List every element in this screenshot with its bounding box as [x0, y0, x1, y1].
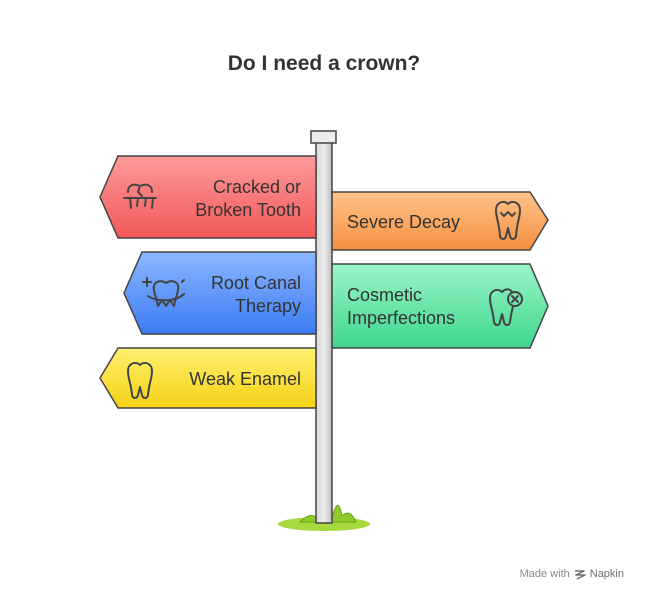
sign-label-line2: Broken Tooth: [195, 200, 301, 220]
root-canal-tooth-icon: [142, 277, 185, 307]
tooth-icon: [127, 362, 153, 399]
sign-label-line1: Root Canal: [211, 273, 301, 293]
sign-root-canal-therapy: Root Canal Therapy: [123, 251, 317, 335]
brand-label: Napkin: [589, 568, 624, 580]
sign-label-line2: Therapy: [235, 296, 301, 316]
decayed-tooth-icon: [495, 201, 521, 240]
signpost-pole: [310, 130, 337, 524]
sign-label-line2: Imperfections: [347, 308, 455, 328]
sign-weak-enamel: Weak Enamel: [99, 347, 317, 409]
sign-label-line1: Weak Enamel: [189, 369, 301, 389]
page-title: Do I need a crown?: [227, 52, 421, 75]
sign-label-line1: Cosmetic: [347, 285, 422, 305]
made-with-label: Made with: [519, 568, 570, 580]
sign-label-line1: Severe Decay: [347, 212, 460, 232]
cracked-tooth-icon: [123, 183, 157, 209]
tooth-x-icon: [489, 288, 523, 326]
sign-cracked-broken-tooth: Cracked or Broken Tooth: [99, 155, 317, 239]
sign-severe-decay: Severe Decay: [331, 191, 549, 251]
sign-label-line1: Cracked or: [213, 177, 301, 197]
napkin-logo-icon: [574, 569, 586, 580]
watermark: Made with Napkin: [520, 568, 624, 580]
sign-cosmetic-imperfections: Cosmetic Imperfections: [331, 263, 549, 349]
